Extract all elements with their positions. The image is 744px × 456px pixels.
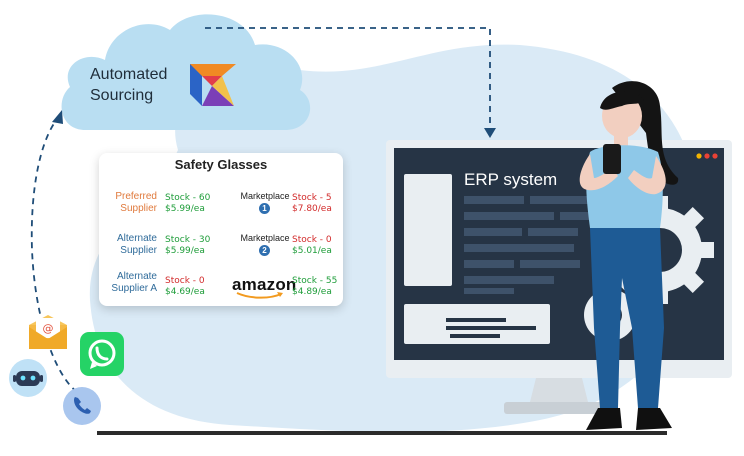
phone-icon [62, 386, 102, 426]
supplier-stock: Stock - 0 [165, 276, 205, 287]
marketplace-stock: Stock - 0 [292, 235, 332, 246]
supplier-label-preferred: Preferred Supplier [101, 191, 157, 215]
product-card: Safety Glasses Preferred Supplier Stock … [99, 153, 343, 306]
marketplace-label: Marketplace [240, 233, 290, 243]
whatsapp-icon [80, 332, 124, 376]
svg-text:@: @ [43, 322, 54, 335]
chat-bot-icon [8, 358, 48, 398]
amazon-smile-icon [235, 292, 285, 300]
marketplace-stock: Stock - 5 [292, 193, 332, 204]
supplier-stock: Stock - 60 [165, 193, 210, 204]
supplier-label-alternate-a: Alternate Supplier A [101, 271, 157, 295]
supplier-price: $4.69/ea [165, 287, 205, 298]
supplier-price: $5.99/ea [165, 246, 205, 257]
marketplace-label: Marketplace [240, 191, 290, 201]
supplier-label-alternate: Alternate Supplier [101, 233, 157, 257]
woman-illustration [560, 78, 720, 438]
supplier-stock: Stock - 30 [165, 235, 210, 246]
marketplace-price: $5.01/ea [292, 246, 332, 257]
marketplace-price: $4.89/ea [292, 287, 332, 298]
marketplace-badge: 1 [259, 203, 270, 214]
supplier-label-line1: Preferred [101, 191, 157, 203]
marketplace-badge: 2 [259, 245, 270, 256]
supplier-label-line1: Alternate [101, 233, 157, 245]
supplier-label-line2: Supplier A [101, 283, 157, 295]
supplier-label-line1: Alternate [101, 271, 157, 283]
card-title: Safety Glasses [99, 157, 343, 172]
supplier-label-line2: Supplier [101, 245, 157, 257]
supplier-label-line2: Supplier [101, 203, 157, 215]
marketplace-stock: Stock - 55 [292, 276, 337, 287]
supplier-price: $5.99/ea [165, 204, 205, 215]
erp-title: ERP system [464, 170, 557, 190]
email-envelope-icon: @ [27, 315, 69, 351]
marketplace-price: $7.80/ea [292, 204, 332, 215]
